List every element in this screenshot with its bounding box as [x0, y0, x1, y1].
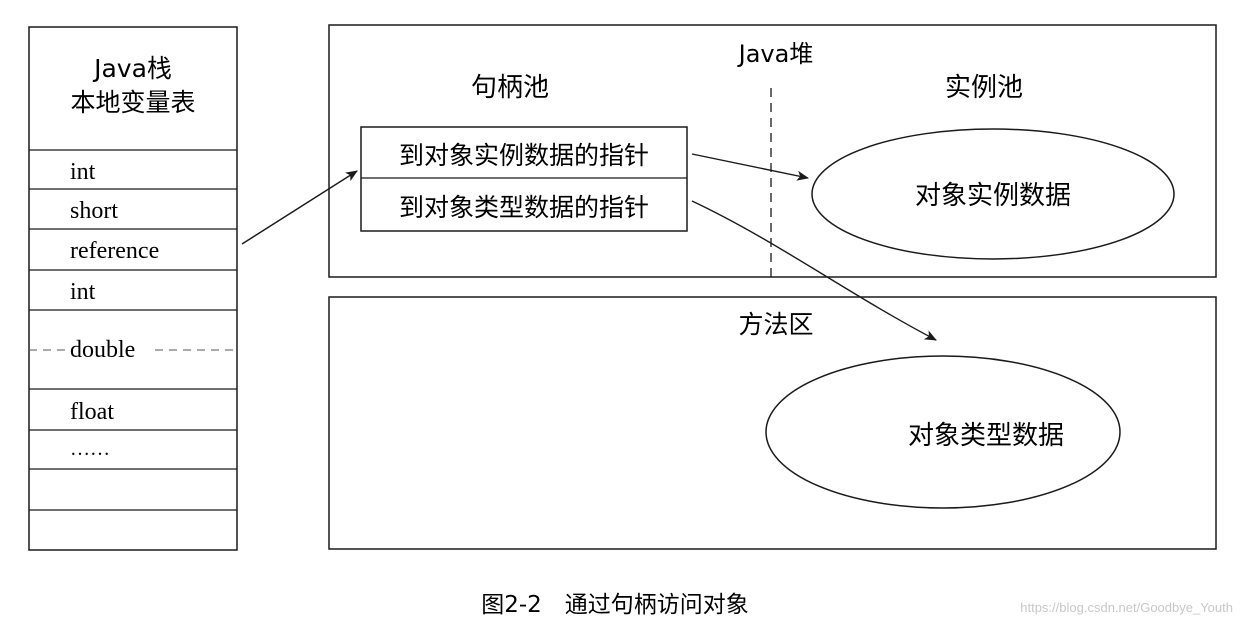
java-heap: Java堆 句柄池 到对象实例数据的指针 到对象类型数据的指针 实例池 对象实例…: [328, 24, 1217, 278]
instance-pointer-entry: 到对象实例数据的指针: [399, 141, 649, 170]
method-area-frame: [328, 296, 1217, 550]
slot-double: double: [70, 337, 135, 363]
java-stack-frame: [28, 26, 238, 551]
reference-to-handle-arrow: [241, 170, 358, 245]
slot-int-2: int: [70, 279, 96, 305]
java-stack-title: Java栈: [92, 54, 172, 83]
object-instance-data-ellipse: [811, 128, 1175, 260]
arrows: [241, 153, 937, 341]
object-instance-data-label: 对象实例数据: [915, 181, 1071, 211]
figure-caption: 图2-2 通过句柄访问对象: [481, 592, 749, 618]
type-pointer-entry: 到对象类型数据的指针: [399, 193, 649, 222]
handle-to-instance-arrow: [691, 153, 809, 181]
handle-box: [360, 126, 688, 232]
method-area: 方法区 对象类型数据: [328, 296, 1217, 550]
watermark: https://blog.csdn.net/Goodbye_Youth: [1020, 600, 1233, 615]
object-type-data-label: 对象类型数据: [908, 421, 1064, 451]
java-heap-title: Java堆: [737, 40, 814, 68]
handle-pool-label: 句柄池: [471, 73, 549, 103]
java-stack: Java栈 本地变量表 int short reference int doub…: [28, 26, 238, 551]
java-heap-frame: [328, 24, 1217, 278]
slot-reference: reference: [70, 238, 159, 264]
slot-float: float: [70, 399, 114, 425]
method-area-title: 方法区: [738, 310, 813, 339]
slot-short: short: [70, 198, 118, 224]
instance-pool-label: 实例池: [945, 73, 1023, 103]
slot-int: int: [70, 159, 96, 185]
handle-to-type-arrow: [691, 200, 937, 341]
object-type-data-ellipse: [765, 355, 1121, 509]
double-label-backdrop: [66, 336, 154, 362]
slot-ellipsis: ……: [70, 438, 110, 460]
local-variable-table-title: 本地变量表: [70, 88, 195, 117]
